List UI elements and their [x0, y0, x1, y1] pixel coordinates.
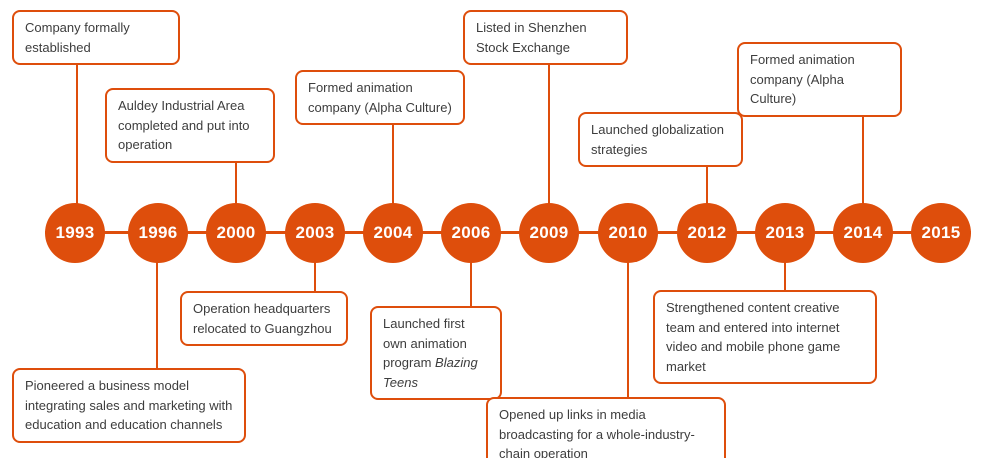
- year-node-2014: 2014: [833, 203, 893, 263]
- event-card-2009: Listed in Shenzhen Stock Exchange: [463, 10, 628, 65]
- event-text-2006-program-title: Blazing Teens: [383, 355, 478, 390]
- year-node-2015: 2015: [911, 203, 971, 263]
- connector-2010: [627, 261, 629, 406]
- event-text-2013: Strengthened content creative team and e…: [666, 300, 841, 374]
- year-node-2013: 2013: [755, 203, 815, 263]
- event-text-2010: Opened up links in media broadcasting fo…: [499, 407, 695, 458]
- year-node-2006: 2006: [441, 203, 501, 263]
- connector-1993: [76, 35, 78, 205]
- event-text-2012: Launched globalization strategies: [591, 122, 724, 157]
- event-text-2009: Listed in Shenzhen Stock Exchange: [476, 20, 587, 55]
- connector-1996: [156, 261, 158, 381]
- year-node-2003: 2003: [285, 203, 345, 263]
- connector-2014: [862, 65, 864, 205]
- year-node-1993: 1993: [45, 203, 105, 263]
- event-text-2006: Launched first own animation program: [383, 316, 467, 370]
- event-card-2012: Launched globalization strategies: [578, 112, 743, 167]
- connector-2012: [706, 130, 708, 205]
- event-text-1996: Pioneered a business model integrating s…: [25, 378, 233, 432]
- event-card-2010: Opened up links in media broadcasting fo…: [486, 397, 726, 458]
- event-text-2000: Auldey Industrial Area completed and put…: [118, 98, 250, 152]
- connector-2004: [392, 90, 394, 205]
- year-node-2004: 2004: [363, 203, 423, 263]
- event-card-1993: Company formally established: [12, 10, 180, 65]
- event-card-2000: Auldey Industrial Area completed and put…: [105, 88, 275, 163]
- year-node-2012: 2012: [677, 203, 737, 263]
- event-card-2006: Launched first own animation program Bla…: [370, 306, 502, 400]
- event-card-2003: Operation headquarters relocated to Guan…: [180, 291, 348, 346]
- event-text-2004: Formed animation company (Alpha Culture): [308, 80, 452, 115]
- event-text-1993: Company formally established: [25, 20, 130, 55]
- connector-2009: [548, 35, 550, 205]
- connector-2003: [314, 261, 316, 306]
- event-text-2003: Operation headquarters relocated to Guan…: [193, 301, 332, 336]
- event-card-2014: Formed animation company (Alpha Culture): [737, 42, 902, 117]
- year-node-2009: 2009: [519, 203, 579, 263]
- event-text-2014: Formed animation company (Alpha Culture): [750, 52, 855, 106]
- timeline-axis: [45, 231, 971, 234]
- connector-2013: [784, 261, 786, 301]
- event-card-2013: Strengthened content creative team and e…: [653, 290, 877, 384]
- year-node-1996: 1996: [128, 203, 188, 263]
- event-card-2004: Formed animation company (Alpha Culture): [295, 70, 465, 125]
- connector-2006: [470, 261, 472, 316]
- year-node-2010: 2010: [598, 203, 658, 263]
- year-node-2000: 2000: [206, 203, 266, 263]
- event-card-1996: Pioneered a business model integrating s…: [12, 368, 246, 443]
